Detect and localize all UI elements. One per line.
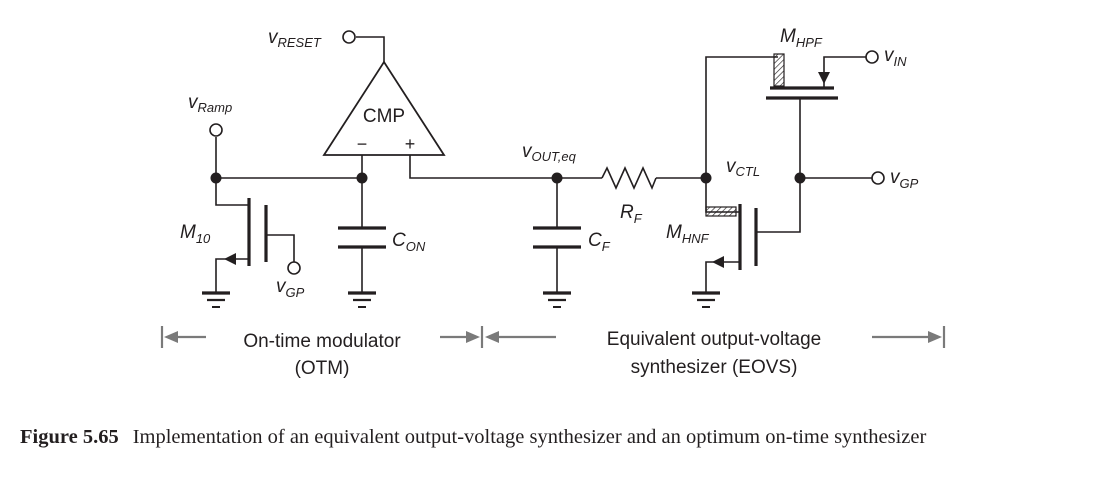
- junction-dot: [551, 172, 563, 184]
- label-v-out-eq: vOUT,eq: [522, 141, 577, 164]
- figure-number: Figure 5.65: [20, 426, 119, 448]
- comparator-minus: −: [357, 134, 368, 154]
- label-v-ctl: vCTL: [726, 156, 760, 179]
- terminal-v-gp-right: [871, 171, 885, 185]
- ground-m-hnf: [692, 291, 720, 308]
- circuit-schematic: CMP − +: [160, 26, 946, 379]
- capacitor-c-f: [533, 226, 581, 249]
- comparator: CMP − +: [322, 60, 446, 156]
- wires: [215, 36, 872, 292]
- otm-span-arrows: [160, 326, 484, 348]
- junction-dot: [700, 172, 712, 184]
- terminal-v-gp-left: [287, 261, 301, 275]
- figure-caption: Figure 5.65 Implementation of an equivale…: [20, 423, 1084, 452]
- transistor-m-hpf: [766, 53, 838, 100]
- figure-caption-text: Implementation of an equivalent output-v…: [132, 426, 927, 448]
- label-v-gp-right: vGP: [890, 167, 919, 191]
- junction-dot: [210, 172, 222, 184]
- comparator-label: CMP: [363, 106, 405, 127]
- junction-dots: [210, 172, 806, 184]
- label-m-hpf: MHPF: [780, 26, 823, 50]
- label-c-f: CF: [588, 230, 611, 254]
- m-hpf-hatch: [773, 53, 785, 87]
- ground-m10: [202, 291, 230, 308]
- junction-dot: [794, 172, 806, 184]
- transistor-m-hnf: [705, 204, 758, 270]
- ground-c-on: [348, 291, 376, 308]
- label-v-in: vIN: [884, 45, 907, 69]
- otm-label-line1: On-time modulator: [243, 331, 401, 352]
- comparator-plus: +: [405, 134, 416, 154]
- resistor-r-f: [601, 166, 657, 191]
- eovs-label-line1: Equivalent output-voltage: [607, 329, 821, 350]
- eovs-label-line2: synthesizer (EOVS): [631, 357, 798, 378]
- ground-c-f: [543, 291, 571, 308]
- label-r-f: RF: [620, 202, 643, 226]
- label-v-ramp: vRamp: [188, 92, 232, 115]
- capacitor-c-on: [338, 226, 386, 249]
- junction-dot: [356, 172, 368, 184]
- m-hnf-hatch: [705, 206, 737, 217]
- label-v-gp-left: vGP: [276, 276, 305, 300]
- eovs-span-arrows: [485, 326, 946, 348]
- label-m10: M10: [180, 222, 211, 246]
- label-c-on: CON: [392, 230, 426, 254]
- label-m-hnf: MHNF: [666, 222, 710, 246]
- terminal-v-in: [865, 50, 879, 64]
- label-v-reset: vRESET: [268, 27, 322, 50]
- transistor-m10: [224, 198, 268, 266]
- otm-label-line2: (OTM): [295, 358, 350, 379]
- terminal-v-ramp: [209, 123, 223, 137]
- comparator-triangle: [322, 60, 446, 156]
- terminal-v-reset: [342, 30, 356, 44]
- terminals: [209, 30, 885, 275]
